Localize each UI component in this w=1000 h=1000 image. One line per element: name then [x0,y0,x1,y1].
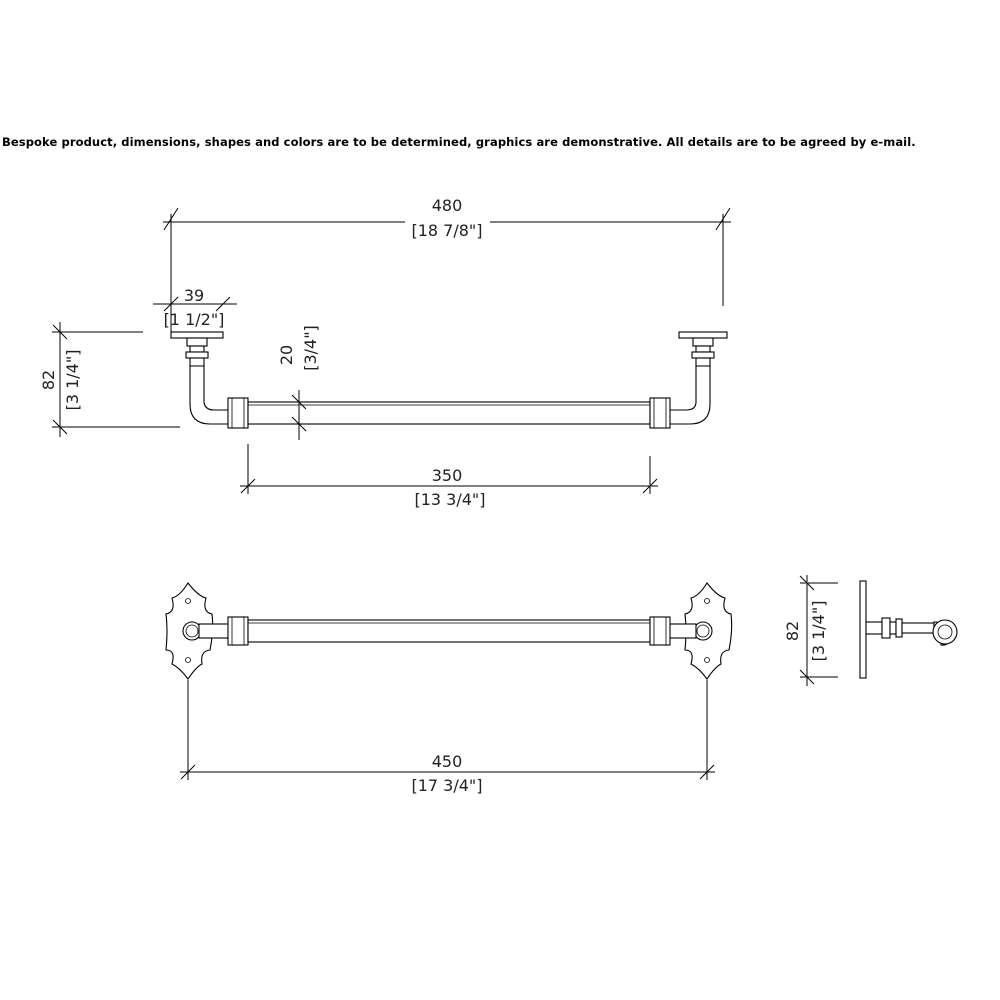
right-bracket-top [667,331,728,425]
dim-projection-front-inch: [3 1/4"] [63,350,82,411]
dim-bracket-width-mm: 39 [184,286,204,305]
dim-projection-side: 82 [3 1/4"] [783,575,838,686]
dim-bar-diameter-inch: [3/4"] [301,325,320,371]
dim-bar-length: 350 [13 3/4"] [240,444,658,509]
dim-projection-front: 82 [3 1/4"] [39,322,180,437]
dim-bracket-width: 39 [1 1/2"] [153,286,237,329]
dim-bar-length-mm: 350 [432,466,463,485]
right-rosette-front [667,582,733,680]
left-rosette-front [165,582,230,680]
dim-bracket-width-inch: [1 1/2"] [164,310,225,329]
front-view: 450 [17 3/4"] [165,582,733,795]
dim-overall-width-inch: [18 7/8"] [411,221,482,240]
dim-mount-spacing-inch: [17 3/4"] [411,776,482,795]
towel-bar-top [227,397,671,429]
dim-projection-side-inch: [3 1/4"] [809,601,828,662]
dim-projection-side-mm: 82 [783,621,802,641]
left-bracket-top [170,331,231,425]
dim-mount-spacing: 450 [17 3/4"] [180,680,715,795]
dim-projection-front-mm: 82 [39,370,58,390]
disclaimer-text: Bespoke product, dimensions, shapes and … [2,135,916,149]
dim-mount-spacing-mm: 450 [432,752,463,771]
dim-overall-width-mm: 480 [432,196,463,215]
side-view: 82 [3 1/4"] [783,575,958,686]
dim-bar-length-inch: [13 3/4"] [414,490,485,509]
dim-overall-width: 480 [18 7/8"] [163,196,731,332]
dim-bar-diameter-mm: 20 [277,345,296,365]
dim-bar-diameter: 20 [3/4"] [277,325,320,440]
towel-bar-front [227,616,671,646]
top-view: 480 [18 7/8"] 39 [1 1/2"] 82 [3 1/4"] 2 [39,196,731,509]
